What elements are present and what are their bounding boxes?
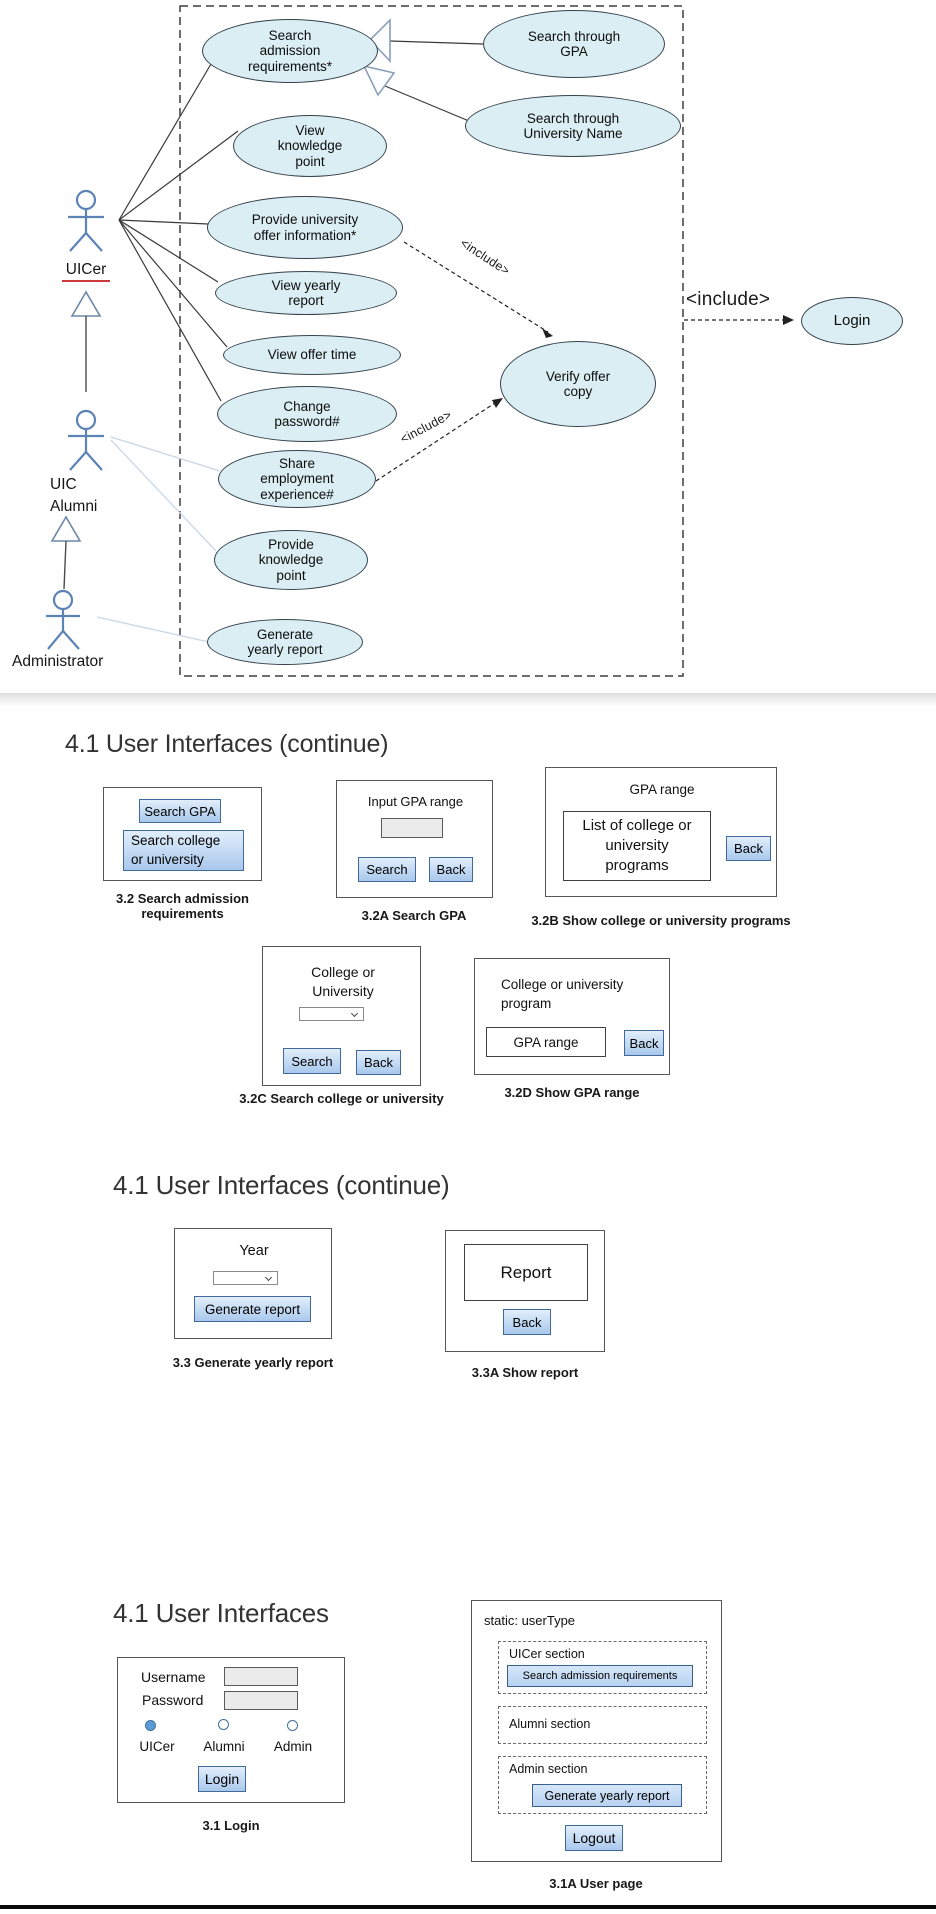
page-title: 4.1 User Interfaces (continue): [65, 730, 389, 758]
radio-label-admin: Admin: [273, 1739, 313, 1754]
chevron-down-icon: [350, 1009, 359, 1018]
alumni-section-label: Alumni section: [509, 1717, 591, 1731]
slide-user-interfaces-continue-2: 4.1 User Interfaces (continue) Year Gene…: [0, 1145, 936, 1560]
usecase-generate-yearly: Generate yearly report: [207, 619, 363, 665]
system-boundary: [179, 5, 684, 677]
mockup-3-2d: College or university program GPA range …: [474, 958, 670, 1075]
mockup-3-2-caption: 3.2 Search admission requirements: [116, 891, 249, 921]
mockup-3-2c-caption: 3.2C Search college or university: [239, 1091, 444, 1106]
mockup-3-1-caption: 3.1 Login: [202, 1818, 260, 1833]
mockup-3-2b-caption: 3.2B Show college or university programs: [531, 913, 791, 928]
radio-alumni[interactable]: [218, 1719, 229, 1730]
mockup-3-3-caption: 3.3 Generate yearly report: [172, 1355, 334, 1370]
mockup-3-2a: Input GPA range Search Back: [336, 780, 493, 898]
actor-uicer-figure: [68, 189, 104, 252]
input-gpa-range-label: Input GPA range: [367, 794, 464, 809]
usecase-provide-offer: Provide university offer information*: [207, 196, 403, 259]
mockup-3-2c: College or University Search Back: [262, 946, 421, 1086]
login-button[interactable]: Login: [198, 1766, 246, 1792]
back-button[interactable]: Back: [624, 1030, 664, 1056]
mockup-3-2d-caption: 3.2D Show GPA range: [504, 1085, 640, 1100]
next-slide-edge: [0, 1905, 936, 1909]
include-arrows: [375, 241, 788, 482]
static-usertype-label: static: userType: [484, 1613, 576, 1628]
mockup-3-3a-caption: 3.3A Show report: [471, 1365, 579, 1380]
uicer-section-label: UICer section: [509, 1647, 585, 1661]
year-dropdown[interactable]: [213, 1271, 278, 1285]
logout-button[interactable]: Logout: [565, 1825, 623, 1851]
slide-user-interfaces-continue-1: 4.1 User Interfaces (continue) Search GP…: [0, 705, 936, 1145]
slide-user-interfaces: 4.1 User Interfaces Username Password UI…: [0, 1560, 936, 1914]
chevron-down-icon: [264, 1273, 273, 1282]
back-button[interactable]: Back: [726, 836, 771, 861]
usecase-generalization-arrows: [362, 18, 484, 122]
actor-admin-figure: [46, 589, 80, 650]
back-button[interactable]: Back: [429, 857, 473, 882]
usecase-search-university: Search through University Name: [465, 95, 681, 157]
page-title: 4.1 User Interfaces: [113, 1598, 329, 1628]
usecase-view-yearly: View yearly report: [215, 271, 397, 315]
usecase-provide-knowledge: Provide knowledge point: [214, 530, 368, 590]
password-label: Password: [142, 1692, 204, 1708]
college-program-label: College or university program: [501, 977, 624, 1011]
actor-label-alumni: UIC Alumni: [50, 476, 98, 516]
search-button[interactable]: Search: [358, 857, 416, 882]
usecase-search-gpa: Search through GPA: [483, 10, 665, 78]
actor-alumni-figure: [68, 409, 104, 471]
mockup-3-3: Year Generate report: [174, 1228, 332, 1339]
slide-separator: [0, 693, 936, 705]
program-list-box: List of college or university programs: [563, 811, 711, 881]
search-button[interactable]: Search: [283, 1048, 341, 1074]
year-label: Year: [239, 1243, 269, 1259]
include-arrowheads: [492, 315, 794, 408]
generate-yearly-report-button[interactable]: Generate yearly report: [532, 1784, 682, 1807]
use-case-diagram-lines: [46, 5, 794, 677]
username-label: Username: [141, 1669, 206, 1685]
include-label-3: <include>: [686, 289, 771, 310]
alumni-admin-association-lines: [96, 436, 221, 643]
mockup-3-1a-user-page: static: userType UICer section Search ad…: [471, 1600, 722, 1862]
radio-label-alumni: Alumni: [203, 1739, 245, 1754]
alumni-section: Alumni section: [498, 1706, 707, 1744]
admin-section-label: Admin section: [509, 1762, 588, 1776]
usecase-view-knowledge: View knowledge point: [233, 115, 387, 177]
search-admission-requirements-button[interactable]: Search admission requirements: [507, 1665, 693, 1687]
back-button[interactable]: Back: [503, 1309, 551, 1335]
radio-admin[interactable]: [287, 1720, 298, 1731]
actor-label-uicer: UICer: [62, 261, 110, 282]
usecase-view-offer-time: View offer time: [223, 335, 401, 375]
usecase-search-admission: Search admission requirements*: [202, 19, 378, 83]
uicer-section: UICer section Search admission requireme…: [498, 1641, 707, 1694]
gpa-range-input[interactable]: [381, 818, 443, 838]
slide-use-case-diagram: Search admission requirements* Search th…: [0, 0, 936, 693]
usecase-verify-offer: Verify offer copy: [500, 341, 656, 427]
radio-label-uicer: UICer: [139, 1739, 175, 1754]
report-box: Report: [464, 1244, 588, 1301]
usecase-change-password: Change password#: [217, 386, 397, 442]
search-gpa-button[interactable]: Search GPA: [139, 799, 221, 823]
usecase-login: Login: [801, 297, 903, 345]
search-college-button[interactable]: Search college or university: [123, 830, 244, 871]
username-input[interactable]: [224, 1667, 298, 1686]
mockup-3-2a-caption: 3.2A Search GPA: [361, 908, 467, 923]
generate-report-button[interactable]: Generate report: [194, 1296, 311, 1322]
radio-uicer[interactable]: [145, 1720, 156, 1731]
college-dropdown[interactable]: [299, 1007, 364, 1021]
actor-generalization-arrows: [50, 290, 102, 590]
page-title: 4.1 User Interfaces (continue): [113, 1170, 450, 1200]
admin-section: Admin section Generate yearly report: [498, 1756, 707, 1814]
usecase-share-employment: Share employment experience#: [218, 450, 376, 508]
back-button[interactable]: Back: [356, 1050, 401, 1075]
mockup-3-2b: GPA range List of college or university …: [545, 767, 777, 897]
password-input[interactable]: [224, 1691, 298, 1710]
uicer-association-lines: [118, 63, 239, 402]
mockup-3-1-login: Username Password UICer Alumni Admin Log…: [117, 1657, 345, 1803]
mockup-3-2: Search GPA Search college or university: [103, 787, 262, 881]
mockup-3-1a-caption: 3.1A User page: [549, 1876, 643, 1891]
gpa-range-label: GPA range: [629, 782, 695, 797]
gpa-range-field: GPA range: [486, 1027, 606, 1057]
actor-label-admin: Administrator: [12, 653, 104, 670]
mockup-3-3a: Report Back: [445, 1230, 605, 1352]
college-or-university-label: College or University: [311, 964, 375, 999]
